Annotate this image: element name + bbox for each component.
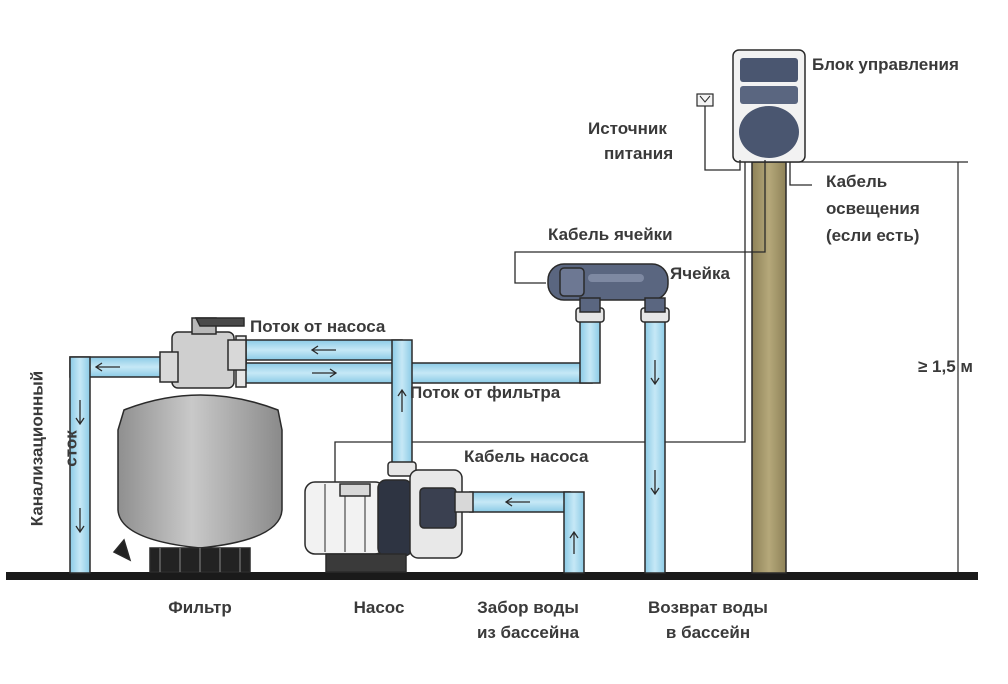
pipes — [69, 307, 670, 574]
drain-label-line1: Канализационный — [27, 370, 47, 527]
arrow-icon — [75, 345, 660, 554]
height-dimension — [786, 161, 968, 572]
height-label: ≥ 1,5 м — [918, 357, 973, 376]
ground-line — [6, 572, 978, 580]
power-source-icon — [696, 93, 714, 107]
sand-filter — [112, 317, 283, 573]
filter-label: Фильтр — [168, 598, 232, 617]
intake-label-line2: из бассейна — [476, 623, 580, 642]
pump-label: Насос — [353, 598, 405, 617]
cell-label: Ячейка — [670, 264, 730, 283]
flow-from-filter-label: Поток от фильтра — [410, 383, 561, 402]
pump — [304, 469, 474, 573]
power-source-label-line2: питания — [604, 144, 674, 163]
cables — [334, 106, 812, 484]
support-post — [751, 161, 787, 574]
drain-label-line2: сток — [61, 430, 81, 467]
flow-from-pump-label: Поток от насоса — [250, 317, 386, 336]
power-source-label-line1: Источник — [588, 119, 667, 138]
light-cable-label-line2: освещения — [826, 199, 920, 218]
cell-cable-label: Кабель ячейки — [548, 225, 673, 244]
control-unit — [732, 49, 806, 163]
light-cable-label-line1: Кабель — [826, 172, 888, 191]
electrolysis-cell — [547, 263, 669, 313]
control-unit-label: Блок управления — [812, 55, 959, 74]
intake-label-line1: Забор воды — [477, 598, 579, 617]
return-label-line2: в бассейн — [665, 623, 751, 642]
return-label-line1: Возврат воды — [648, 598, 768, 617]
pump-cable-label: Кабель насоса — [464, 447, 589, 466]
light-cable-label-line3: (если есть) — [826, 226, 920, 245]
